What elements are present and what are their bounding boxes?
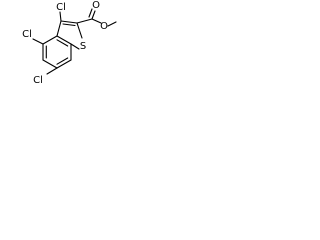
bond-o-methyl [107,21,117,27]
bond-c2-carbonyl-c [76,18,93,24]
atom-label-cl-6: Cl [33,75,43,86]
chemical-structure: Cl Cl Cl S O O [22,0,117,86]
bond-c2-s1 [76,22,83,39]
bond-carbonyl-c-o-ester [91,18,102,24]
atom-labels: Cl Cl Cl S O O [22,0,108,86]
bond-c3a-c3 [56,20,62,37]
bond-c6-c7 [56,59,72,69]
bond-s1-c7a [70,43,80,50]
atom-label-cl-3: Cl [56,2,66,13]
bond-carbonyl-o [91,10,96,20]
bond-c7a-c3a-inner [56,39,69,47]
atom-label-o-ester: O [100,21,108,32]
bond-c3-c2-inner [62,23,76,27]
atom-label-o-carbonyl: O [92,0,100,11]
bond-c3-c2 [60,20,78,24]
bond-c3-cl [59,11,62,22]
bond-c4-cl [32,38,44,45]
bonds [32,8,117,75]
atom-label-s: S [80,41,86,52]
bond-c7a-c3a [56,35,72,45]
bond-c5-c6 [42,59,58,69]
bond-carbonyl-o-inner [88,8,93,18]
atom-label-cl-4: Cl [22,29,32,40]
bond-c6-c7-inner [56,57,69,65]
bond-c3a-c4 [42,35,58,45]
bond-c6-cl [46,67,58,75]
